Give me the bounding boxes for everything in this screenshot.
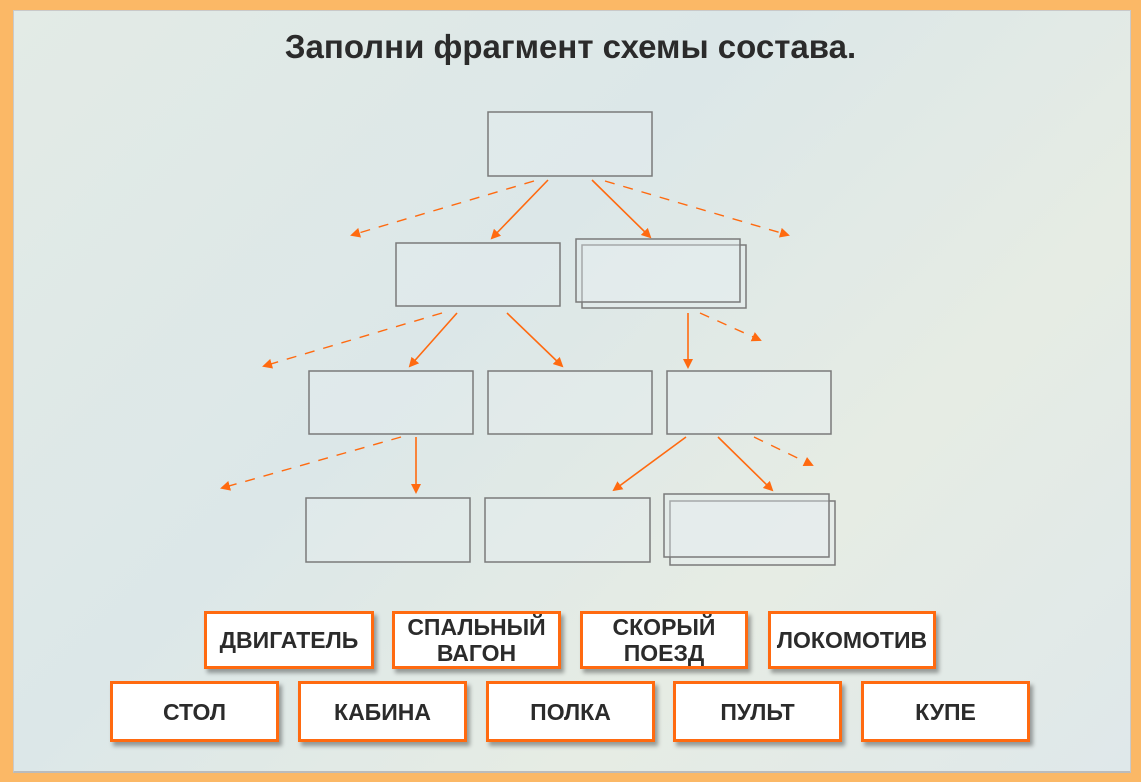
dashed-arrow [350, 180, 535, 238]
arrow [506, 312, 564, 368]
arrow [591, 179, 652, 239]
slot-l4-1[interactable] [305, 497, 471, 563]
word-card-skory-poezd[interactable]: СКОРЫЙ ПОЕЗД [580, 611, 748, 669]
arrow [612, 436, 687, 492]
word-card-polka[interactable]: ПОЛКА [486, 681, 655, 742]
slide-panel [13, 10, 1131, 773]
dashed-arrow [699, 312, 762, 342]
dashed-arrow [753, 436, 814, 467]
slot-l3-2[interactable] [487, 370, 653, 435]
slot-l4-2[interactable] [484, 497, 651, 563]
word-card-kupe[interactable]: КУПЕ [861, 681, 1030, 742]
arrow [717, 436, 774, 492]
slot-top[interactable] [487, 111, 653, 177]
word-card-pult[interactable]: ПУЛЬТ [673, 681, 842, 742]
word-card-stol[interactable]: СТОЛ [110, 681, 279, 742]
word-card-spalny-vagon[interactable]: СПАЛЬНЫЙ ВАГОН [392, 611, 561, 669]
slot-l4-3-stack-back [669, 500, 836, 566]
word-card-dvigatel[interactable]: ДВИГАТЕЛЬ [204, 611, 374, 669]
slot-l2-right[interactable] [575, 238, 741, 303]
slot-l3-1[interactable] [308, 370, 474, 435]
word-card-lokomotiv[interactable]: ЛОКОМОТИВ [768, 611, 936, 669]
arrow [408, 312, 458, 368]
slot-l3-3[interactable] [666, 370, 832, 435]
page-title: Заполни фрагмент схемы состава. [284, 28, 857, 65]
slot-l2-left[interactable] [395, 242, 561, 307]
word-card-kabina[interactable]: КАБИНА [298, 681, 467, 742]
dashed-arrow [604, 180, 790, 238]
dashed-arrow [220, 436, 402, 491]
arrow [490, 179, 549, 240]
slot-l4-3[interactable] [663, 493, 830, 558]
dashed-arrow [262, 312, 443, 369]
slot-l2-right-stack-back [581, 244, 747, 309]
